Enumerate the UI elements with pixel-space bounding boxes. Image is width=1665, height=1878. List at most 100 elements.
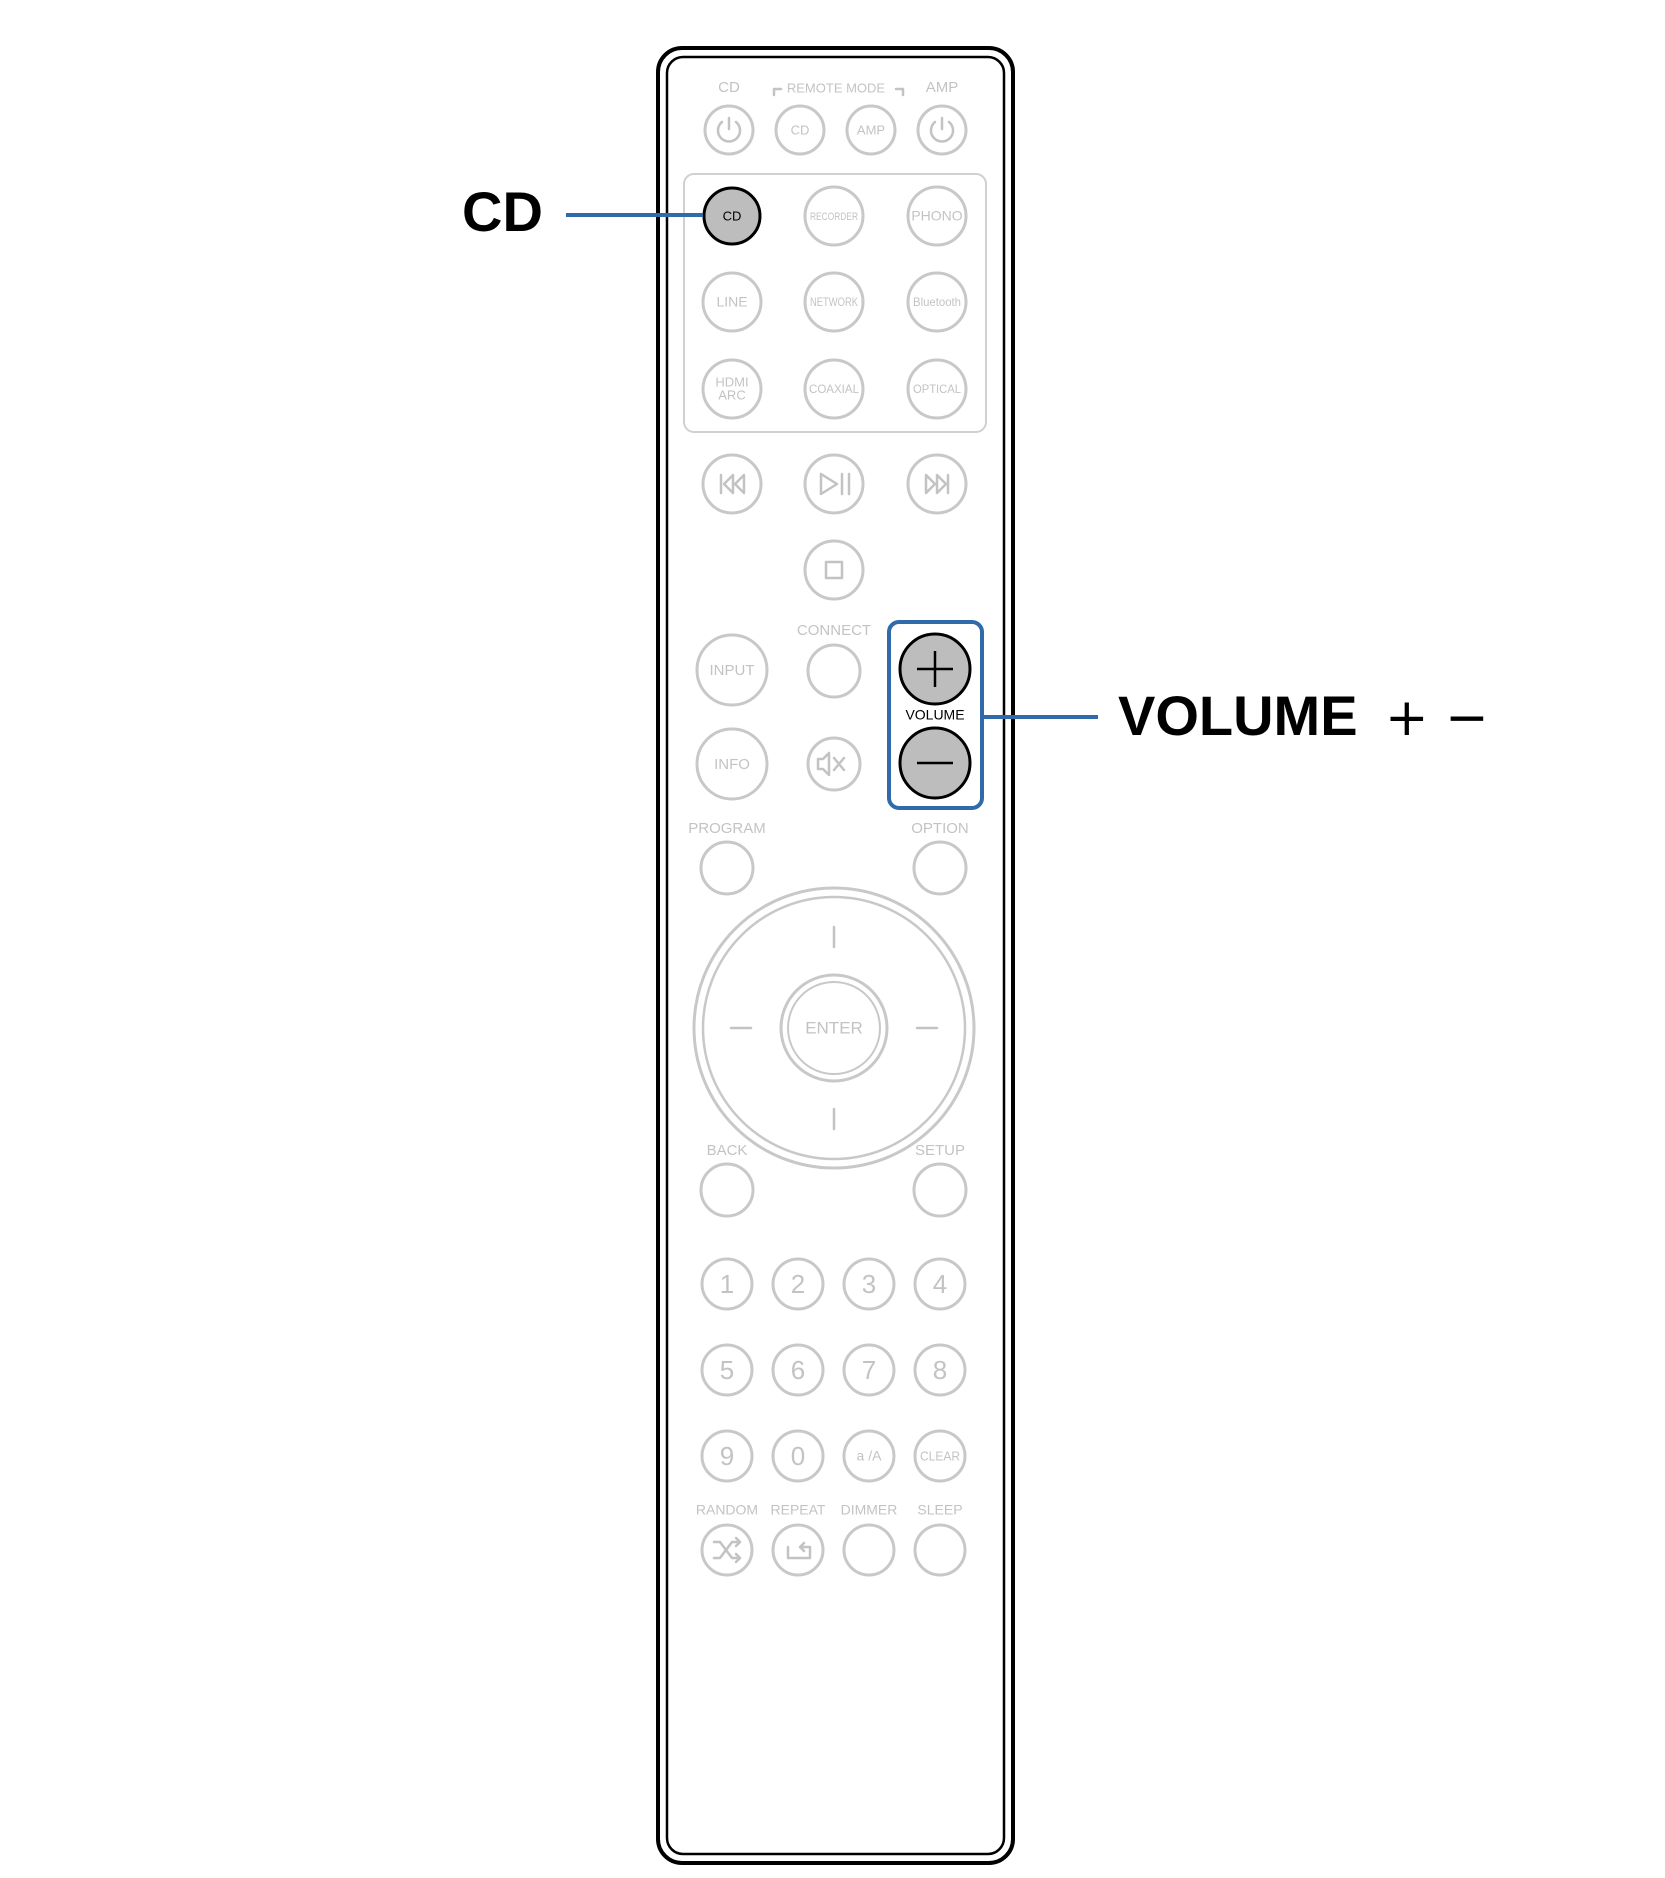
remote-mode-label: REMOTE MODE bbox=[787, 80, 886, 95]
random-label: RANDOM bbox=[696, 1502, 758, 1518]
back-button[interactable] bbox=[699, 1162, 755, 1218]
digit-2-button[interactable]: 2 bbox=[771, 1257, 825, 1311]
svg-text:AMP: AMP bbox=[857, 122, 885, 137]
volume-down-button[interactable] bbox=[898, 726, 972, 800]
next-track-button[interactable] bbox=[906, 453, 968, 515]
svg-text:4: 4 bbox=[933, 1269, 947, 1299]
svg-text:Bluetooth: Bluetooth bbox=[913, 295, 961, 309]
digit-9-button[interactable]: 9 bbox=[700, 1429, 754, 1483]
info-button[interactable]: INFO bbox=[695, 727, 769, 801]
svg-text:8: 8 bbox=[933, 1355, 947, 1385]
previous-track-button[interactable] bbox=[701, 453, 763, 515]
svg-text:PHONO: PHONO bbox=[911, 208, 962, 224]
svg-text:3: 3 bbox=[862, 1269, 876, 1299]
source-group-box bbox=[683, 173, 987, 433]
svg-text:2: 2 bbox=[791, 1269, 805, 1299]
plus-icon bbox=[917, 651, 953, 687]
svg-text:ENTER: ENTER bbox=[805, 1018, 863, 1037]
digit-8-button[interactable]: 8 bbox=[913, 1343, 967, 1397]
repeat-icon bbox=[786, 1541, 812, 1560]
setup-button[interactable] bbox=[912, 1162, 968, 1218]
connect-button[interactable] bbox=[806, 643, 862, 699]
sleep-label: SLEEP bbox=[917, 1502, 962, 1518]
stop-button[interactable] bbox=[803, 539, 865, 601]
program-button[interactable] bbox=[699, 840, 755, 896]
back-label: BACK bbox=[707, 1142, 748, 1159]
stop-icon bbox=[824, 560, 844, 580]
svg-text:1: 1 bbox=[720, 1269, 734, 1299]
power-icon bbox=[929, 116, 955, 143]
svg-text:NETWORK: NETWORK bbox=[810, 295, 858, 309]
play-pause-icon bbox=[819, 472, 851, 496]
digit-3-button[interactable]: 3 bbox=[842, 1257, 896, 1311]
random-button[interactable] bbox=[700, 1523, 754, 1577]
svg-text:HDMI: HDMI bbox=[715, 374, 748, 389]
a-a-button[interactable]: a /A bbox=[842, 1429, 896, 1483]
svg-text:INFO: INFO bbox=[714, 756, 750, 773]
option-label: OPTION bbox=[911, 820, 969, 837]
svg-text:0: 0 bbox=[791, 1441, 805, 1471]
svg-text:a /A: a /A bbox=[857, 1448, 883, 1464]
option-button[interactable] bbox=[912, 840, 968, 896]
svg-text:COAXIAL: COAXIAL bbox=[809, 382, 859, 396]
skip-forward-icon bbox=[924, 473, 950, 495]
source-cd-button[interactable]: CD bbox=[702, 186, 762, 246]
repeat-button[interactable] bbox=[771, 1523, 825, 1577]
svg-text:CD: CD bbox=[791, 122, 810, 137]
volume-callout-signs: + − bbox=[1385, 688, 1489, 748]
svg-text:6: 6 bbox=[791, 1355, 805, 1385]
input-button[interactable]: INPUT bbox=[695, 633, 769, 707]
sleep-button[interactable] bbox=[913, 1523, 967, 1577]
setup-label: SETUP bbox=[915, 1142, 965, 1159]
digit-4-button[interactable]: 4 bbox=[913, 1257, 967, 1311]
cd-callout-label: CD bbox=[462, 180, 543, 243]
skip-back-icon bbox=[719, 473, 746, 495]
volume-label: VOLUME bbox=[905, 707, 964, 723]
volume-callout-label: VOLUME bbox=[1118, 684, 1358, 747]
program-label: PROGRAM bbox=[688, 820, 766, 837]
source-phono-button[interactable]: PHONO bbox=[906, 185, 968, 247]
clear-button[interactable]: CLEAR bbox=[913, 1429, 967, 1483]
source-coaxial-button[interactable]: COAXIAL bbox=[803, 358, 865, 420]
source-hdmi-arc-button[interactable]: HDMI ARC bbox=[701, 358, 763, 420]
svg-text:INPUT: INPUT bbox=[710, 662, 755, 679]
svg-text:5: 5 bbox=[720, 1355, 734, 1385]
digit-6-button[interactable]: 6 bbox=[771, 1343, 825, 1397]
digit-7-button[interactable]: 7 bbox=[842, 1343, 896, 1397]
amp-power-label: AMP bbox=[926, 79, 959, 96]
svg-text:LINE: LINE bbox=[716, 294, 747, 310]
source-line-button[interactable]: LINE bbox=[701, 271, 763, 333]
source-bluetooth-button[interactable]: Bluetooth bbox=[906, 271, 968, 333]
source-optical-button[interactable]: OPTICAL bbox=[906, 358, 968, 420]
digit-0-button[interactable]: 0 bbox=[771, 1429, 825, 1483]
volume-up-button[interactable] bbox=[898, 632, 972, 706]
cd-mode-button[interactable]: CD bbox=[774, 104, 826, 156]
connect-label: CONNECT bbox=[797, 622, 871, 639]
svg-text:7: 7 bbox=[862, 1355, 876, 1385]
remote-body-inner bbox=[665, 55, 1006, 1856]
mute-button[interactable] bbox=[806, 736, 862, 792]
cd-power-button[interactable] bbox=[703, 104, 755, 156]
svg-text:ARC: ARC bbox=[718, 387, 745, 402]
source-network-button[interactable]: NETWORK bbox=[803, 271, 865, 333]
amp-power-button[interactable] bbox=[916, 104, 968, 156]
digit-5-button[interactable]: 5 bbox=[700, 1343, 754, 1397]
svg-text:OPTICAL: OPTICAL bbox=[913, 382, 961, 396]
enter-button[interactable]: ENTER bbox=[779, 973, 889, 1083]
repeat-label: REPEAT bbox=[771, 1502, 826, 1518]
source-recorder-button[interactable]: RECORDER bbox=[803, 185, 865, 247]
mute-icon bbox=[816, 751, 846, 777]
svg-text:CLEAR: CLEAR bbox=[920, 1448, 960, 1463]
dimmer-button[interactable] bbox=[842, 1523, 896, 1577]
svg-text:RECORDER: RECORDER bbox=[810, 211, 858, 223]
remote-mode-bracket bbox=[772, 87, 905, 97]
power-icon bbox=[716, 116, 742, 143]
digit-1-button[interactable]: 1 bbox=[700, 1257, 754, 1311]
svg-text:CD: CD bbox=[723, 208, 742, 223]
cd-power-label: CD bbox=[718, 79, 740, 96]
svg-text:9: 9 bbox=[720, 1441, 734, 1471]
amp-mode-button[interactable]: AMP bbox=[845, 104, 897, 156]
dimmer-label: DIMMER bbox=[841, 1502, 898, 1518]
play-pause-button[interactable] bbox=[803, 453, 865, 515]
